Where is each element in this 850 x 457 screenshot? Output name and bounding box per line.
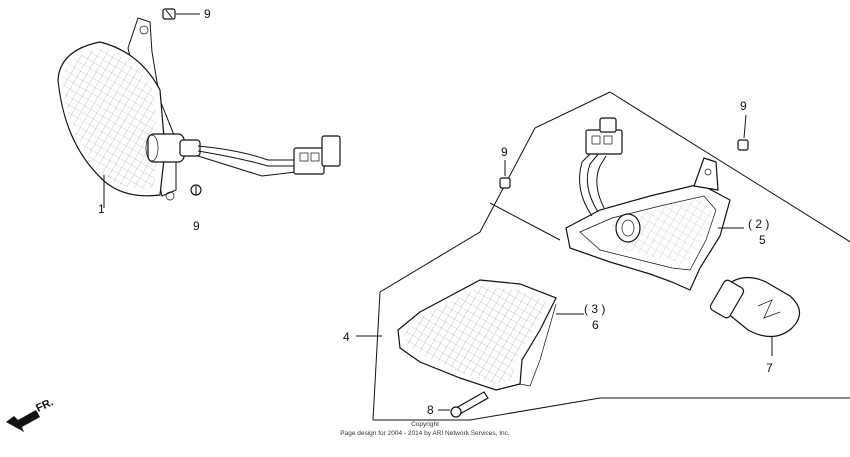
callout-8: 8	[427, 403, 434, 417]
callout-9-mid: 9	[501, 145, 508, 159]
copyright-line-1: Copyright	[411, 421, 439, 428]
screw-left-of-housing	[499, 160, 511, 189]
callout-7: 7	[766, 361, 773, 375]
callout-2: ( 2 )	[748, 217, 769, 231]
callout-6: 6	[592, 318, 599, 332]
callout-3: ( 3 )	[584, 302, 605, 316]
screw-right-of-housing	[737, 114, 749, 151]
bulb	[709, 276, 801, 356]
right-lens	[397, 279, 584, 391]
front-arrow-icon	[6, 410, 40, 432]
callout-1: 1	[98, 202, 105, 216]
callout-5: 5	[759, 233, 766, 247]
direction-label: FR.	[34, 396, 55, 414]
right-turn-signal-housing	[565, 117, 744, 291]
callout-9-right: 9	[740, 99, 747, 113]
left-turn-signal-assembly	[57, 17, 341, 208]
screw-top	[162, 8, 200, 20]
callout-9-left: 9	[193, 219, 200, 233]
callout-4: 4	[343, 330, 350, 344]
screw-8	[438, 391, 489, 418]
assembly-outline	[372, 91, 850, 421]
callout-9-top: 9	[204, 7, 211, 21]
copyright-line-2: Page design for 2004 - 2014 by ARI Netwo…	[340, 430, 510, 437]
